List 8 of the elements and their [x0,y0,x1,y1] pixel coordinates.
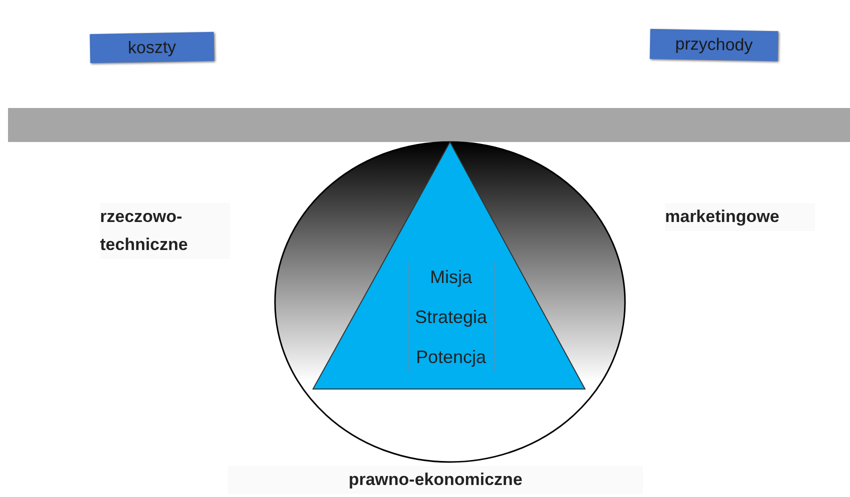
triangle-text: Strategia [414,306,488,329]
area-label: marketingowe [665,203,815,231]
area-label: rzeczowo-techniczne [100,203,230,259]
triangle-text: Misja [428,266,473,289]
label-box: przychody [650,28,778,62]
triangle-text: Potencja [414,346,488,369]
label-box: koszty [90,32,214,64]
area-label: prawno-ekonomiczne [228,466,643,494]
